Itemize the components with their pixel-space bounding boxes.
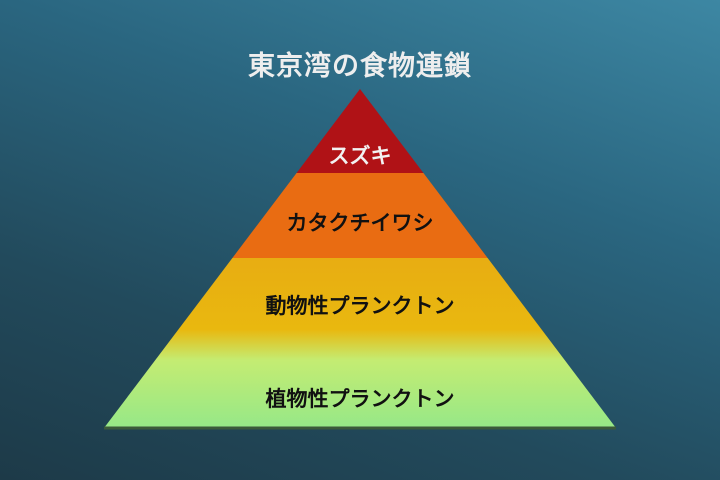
- level-label-anchovy: カタクチイワシ: [286, 211, 434, 235]
- level-label-zooplankton: 動物性プランクトン: [265, 294, 455, 318]
- level-label-phytoplankton: 植物性プランクトン: [265, 387, 455, 411]
- diagram-title: 東京湾の食物連鎖: [248, 51, 472, 82]
- level-label-suzuki: スズキ: [328, 144, 392, 168]
